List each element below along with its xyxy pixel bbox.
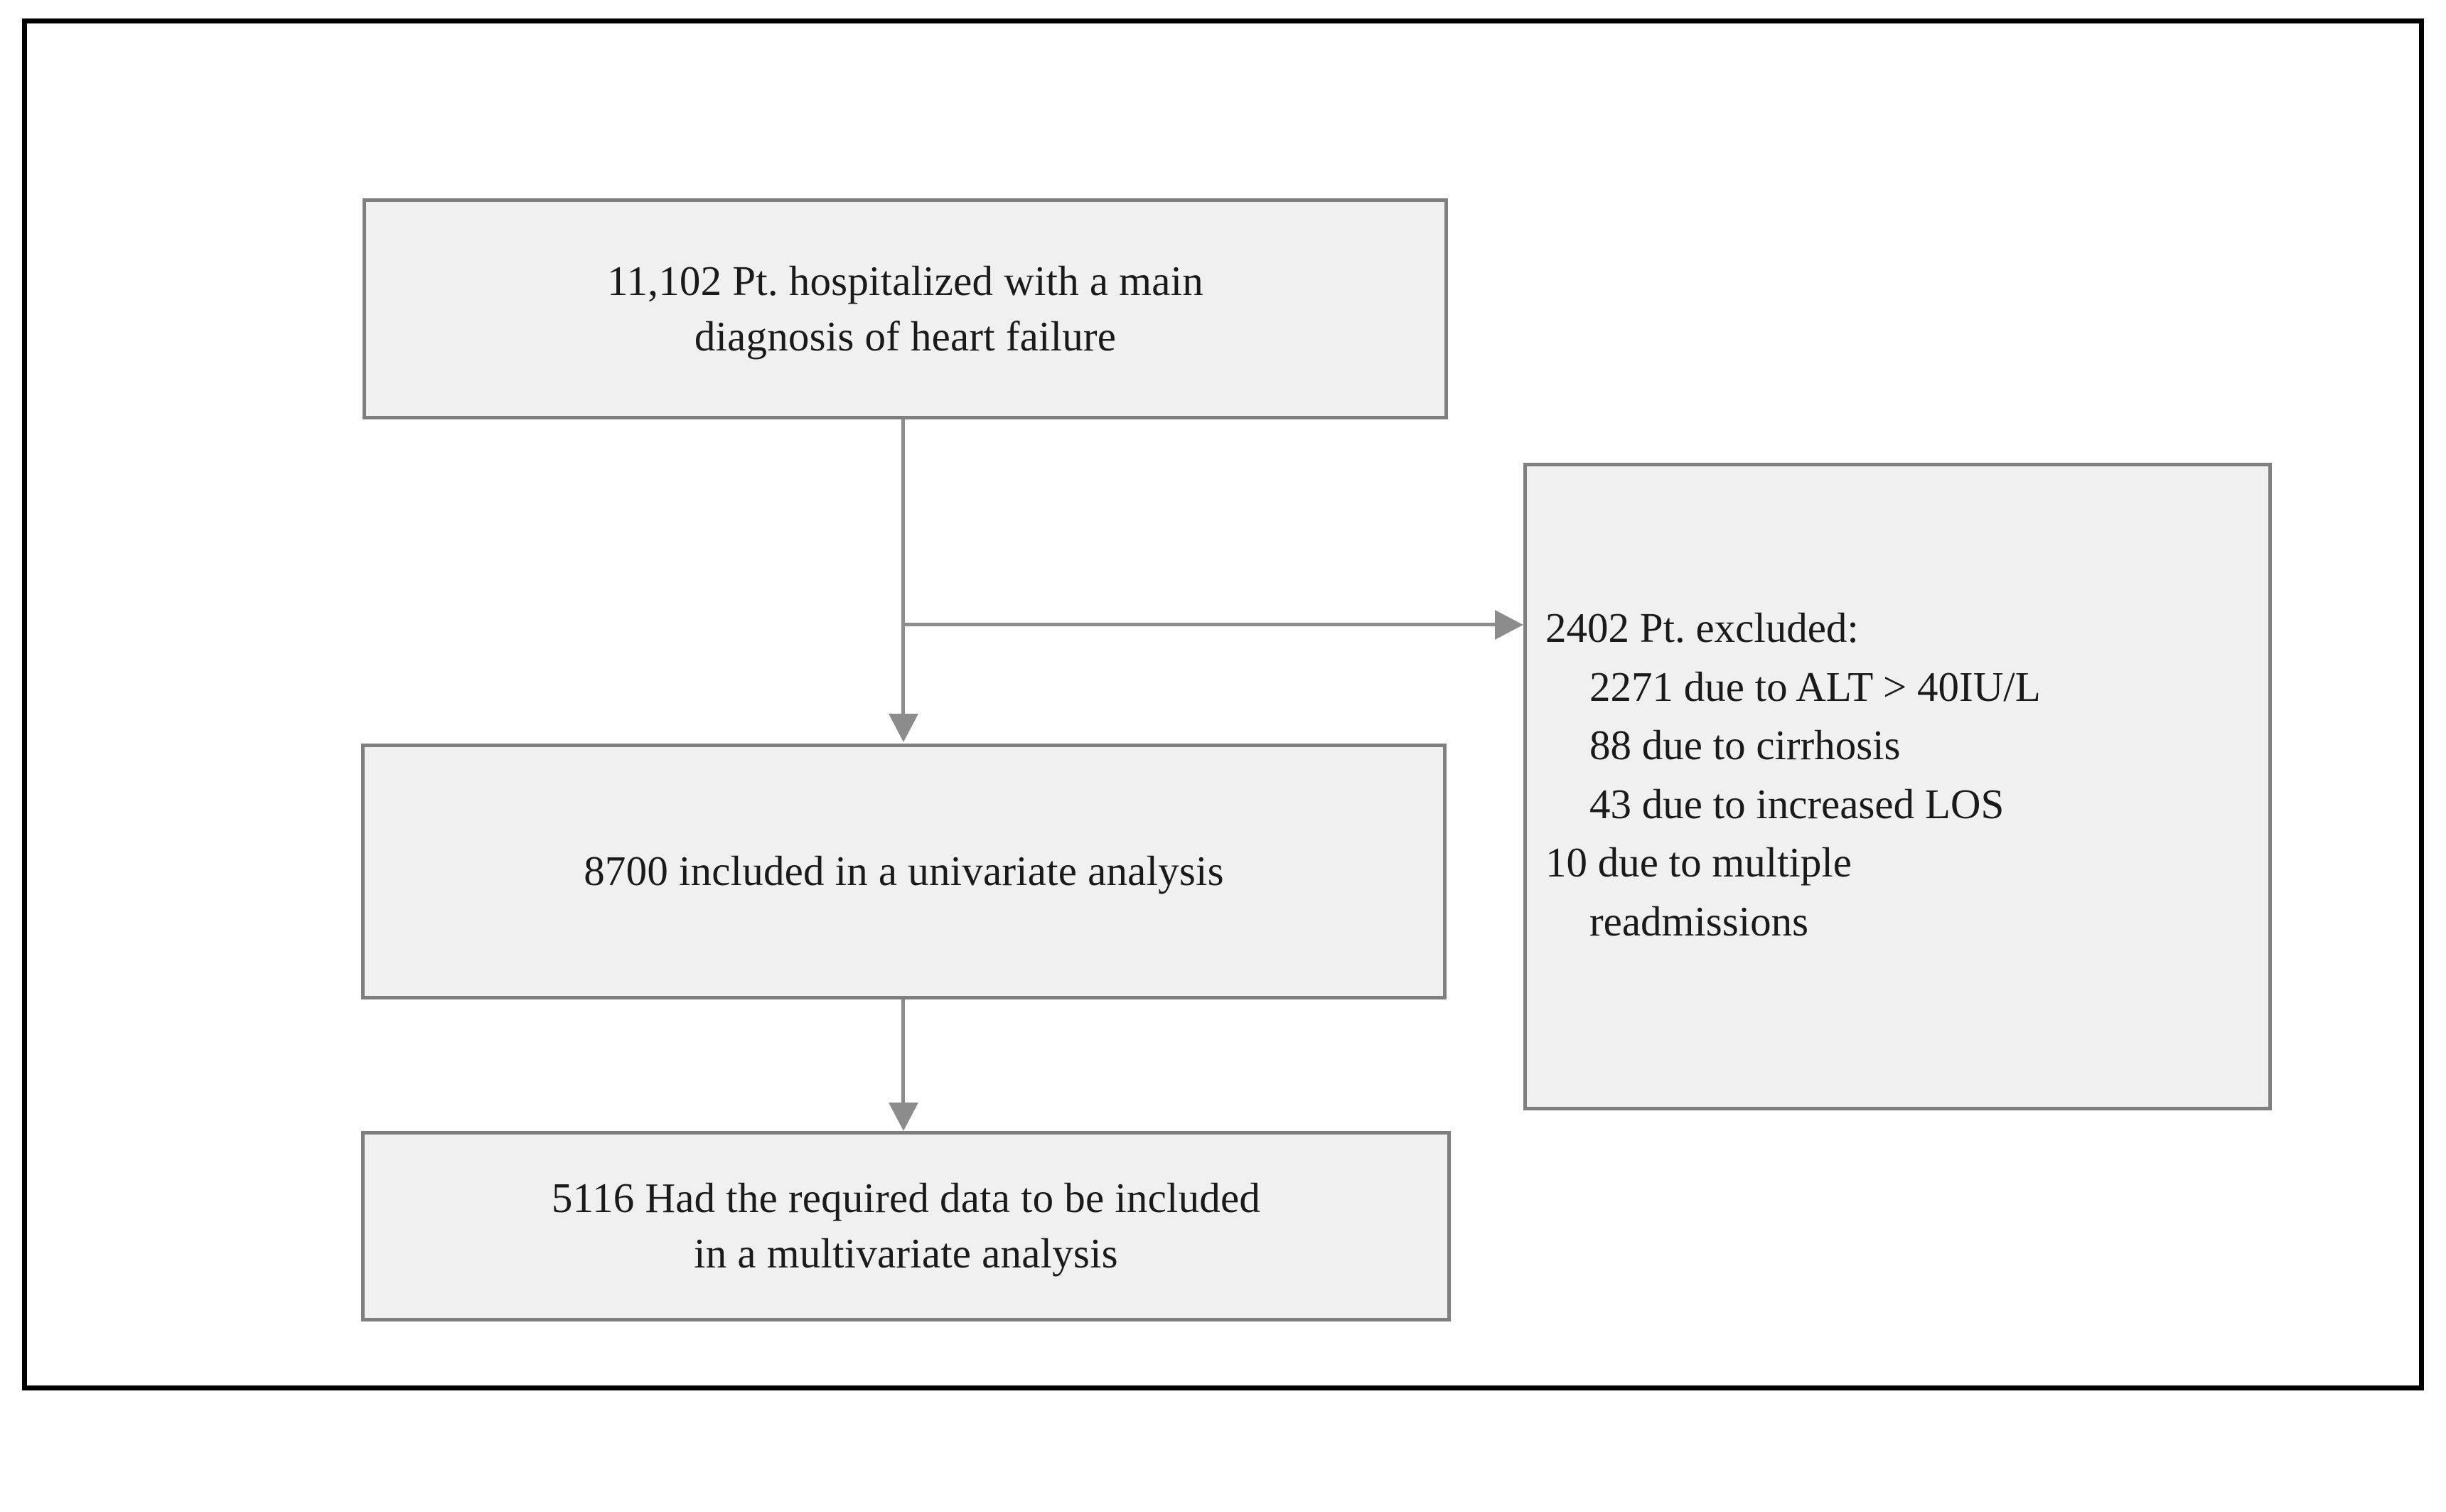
excluded-reasons-list: 2402 Pt. excluded: 2271 due to ALT > 40I…: [1545, 599, 2256, 951]
flow-box-cohort-total-label: 11,102 Pt. hospitalized with a main diag…: [607, 257, 1203, 360]
flow-box-univariate-analysis: 8700 included in a univariate analysis: [361, 744, 1447, 999]
excluded-reason-readmissions: 10 due to multiple readmissions: [1545, 839, 1852, 945]
excluded-reason-los: 43 due to increased LOS: [1589, 780, 2005, 827]
flow-box-excluded-patients: 2402 Pt. excluded: 2271 due to ALT > 40I…: [1523, 463, 2272, 1110]
flow-box-cohort-total: 11,102 Pt. hospitalized with a main diag…: [363, 198, 1448, 419]
connector-line-cohort-to-univariate: [901, 419, 905, 714]
connector-line-univariate-to-multivariate: [901, 999, 905, 1105]
figure-outer-frame: 11,102 Pt. hospitalized with a main diag…: [22, 18, 2424, 1390]
excluded-reason-cirrhosis: 88 due to cirrhosis: [1589, 722, 1901, 769]
flow-box-multivariate-analysis: 5116 Had the required data to be include…: [361, 1131, 1451, 1321]
arrow-down-icon-to-multivariate: [889, 1103, 918, 1131]
flow-box-multivariate-analysis-label: 5116 Had the required data to be include…: [551, 1174, 1261, 1277]
excluded-reason-alt: 2271 due to ALT > 40IU/L: [1589, 663, 2041, 710]
arrow-down-icon-to-univariate: [889, 714, 918, 742]
flow-box-univariate-analysis-label: 8700 included in a univariate analysis: [584, 847, 1224, 895]
excluded-header-label: 2402 Pt. excluded:: [1545, 604, 1859, 651]
arrow-right-icon-to-excluded: [1495, 610, 1523, 640]
connector-line-cohort-to-excluded: [903, 623, 1502, 626]
